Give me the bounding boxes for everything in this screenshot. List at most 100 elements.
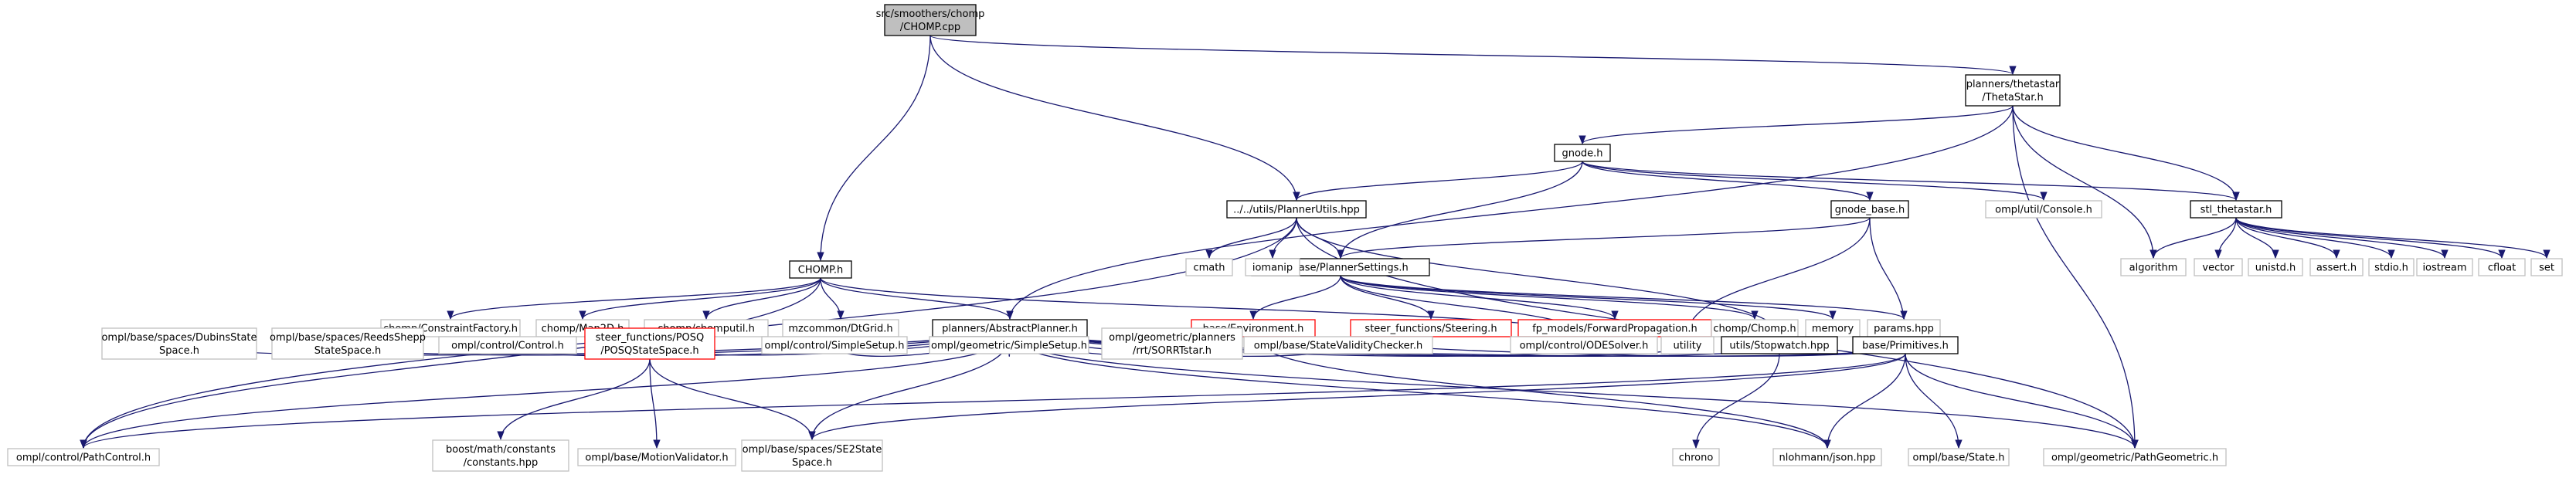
node-box — [1243, 336, 1433, 354]
edge-chomp_h-to-chomputil — [702, 277, 821, 320]
node-iomanip: iomanip — [1245, 258, 1300, 276]
node-forward_prop: fp_models/ForwardPropagation.h — [1517, 319, 1712, 337]
node-stdio: stdio.h — [2368, 258, 2415, 276]
node-label: CHOMP.h — [798, 265, 844, 276]
node-steering: steer_functions/Steering.h — [1350, 319, 1512, 337]
node-simple_setup_g: ompl/geometric/SimpleSetup.h — [929, 336, 1089, 354]
edge-thetastar_h-to-algorithm — [2012, 105, 2157, 259]
node-memory: memory — [1805, 319, 1861, 337]
node-label: Space.h — [159, 345, 199, 357]
edge-thetastar_h-to-path_geometric — [2012, 105, 2139, 449]
edge-gnode_base-to-utility — [1684, 217, 1871, 337]
edge-chomp_h-to-abstract_planner — [820, 277, 1014, 320]
node-label: ompl/base/spaces/SE2State — [743, 444, 882, 456]
node-unistd: unistd.h — [2248, 258, 2303, 276]
node-box — [584, 327, 715, 360]
node-box — [1852, 336, 1959, 354]
edge-chomp_h-to-dtgrid — [820, 277, 845, 320]
edge-planner_settings-to-params — [1340, 275, 1908, 320]
node-json: nlohmann/json.hpp — [1772, 448, 1882, 466]
node-state_h: ompl/base/State.h — [1908, 448, 2010, 466]
edge-chomp_cpp-to-planner_utils — [929, 35, 1300, 202]
node-box — [1660, 336, 1715, 354]
node-box — [789, 260, 852, 279]
edge-gnode_h-to-planner_utils — [1293, 161, 1583, 202]
node-validity: ompl/base/StateValidityChecker.h — [1243, 336, 1433, 354]
node-planner_utils[interactable]: ../../utils/PlannerUtils.hpp — [1226, 200, 1367, 219]
node-box — [2368, 258, 2415, 276]
edge-planner_utils-to-stopwatch — [1296, 217, 1783, 337]
node-label: cmath — [1193, 263, 1225, 274]
edge-primitives-to-state_h — [1905, 353, 1963, 449]
node-stopwatch[interactable]: utils/Stopwatch.hpp — [1721, 336, 1838, 354]
node-thetastar_h[interactable]: planners/thetastar/ThetaStar.h — [1965, 74, 2061, 107]
node-label: Space.h — [792, 457, 832, 469]
node-odesolver: ompl/control/ODESolver.h — [1510, 336, 1658, 354]
node-motion_validator: ompl/base/MotionValidator.h — [577, 448, 736, 466]
edge-thetastar_h-to-abstract_planner — [1006, 105, 2014, 320]
node-box — [577, 448, 736, 466]
node-label: ompl/base/State.h — [1912, 453, 2004, 464]
edge-gnode_base-to-primitives — [1869, 217, 1909, 337]
node-box — [1965, 74, 2061, 107]
node-chrono: chrono — [1672, 448, 1720, 466]
edge-environment-to-json — [1252, 336, 1831, 449]
edge-stl_thetastar-to-vector — [2214, 217, 2237, 259]
edge-planner_settings-to-steering — [1340, 275, 1435, 320]
node-abstract_planner[interactable]: planners/AbstractPlanner.h — [932, 319, 1088, 337]
node-chomp_h[interactable]: CHOMP.h — [789, 260, 852, 279]
node-iostream: iostream — [2416, 258, 2473, 276]
node-box — [101, 327, 257, 360]
edge-planner_utils-to-cmath — [1205, 217, 1297, 259]
node-box — [1510, 336, 1658, 354]
edge-planner_settings-to-environment — [1249, 275, 1341, 320]
node-utility: utility — [1660, 336, 1715, 354]
node-box — [7, 448, 160, 466]
edge-planner_utils-to-iomanip — [1269, 217, 1297, 259]
node-label: vector — [2202, 263, 2234, 274]
edge-stl_thetastar-to-assert — [2235, 217, 2340, 259]
node-label: cfloat — [2488, 263, 2516, 274]
edge-stl_thetastar-to-algorithm — [2149, 217, 2237, 259]
node-label: fp_models/ForwardPropagation.h — [1532, 324, 1698, 335]
node-label: unistd.h — [2255, 263, 2296, 274]
node-box — [2248, 258, 2303, 276]
node-label: stl_thetastar.h — [2200, 205, 2272, 216]
node-box — [2309, 258, 2364, 276]
node-label: ompl/control/SimpleSetup.h — [765, 341, 905, 352]
node-simple_setup_c: ompl/control/SimpleSetup.h — [761, 336, 908, 354]
edge-chomp_h-to-constraint_factory — [447, 277, 821, 320]
node-primitives[interactable]: base/Primitives.h — [1852, 336, 1959, 354]
node-label: utility — [1674, 341, 1702, 352]
node-cfloat: cfloat — [2478, 258, 2526, 276]
node-box — [2043, 448, 2227, 466]
node-label: boost/math/constants — [446, 444, 556, 456]
node-cmath: cmath — [1185, 258, 1233, 276]
node-gnode_base[interactable]: gnode_base.h — [1830, 200, 1909, 219]
node-label: ompl/base/StateValidityChecker.h — [1254, 341, 1422, 352]
node-box — [2120, 258, 2187, 276]
node-label: iostream — [2422, 263, 2466, 274]
node-label: /rrt/SORRTstar.h — [1133, 345, 1212, 357]
edge-stl_thetastar-to-iostream — [2235, 217, 2449, 259]
edge-thetastar_h-to-gnode_h — [1579, 105, 2014, 145]
node-box — [741, 439, 883, 472]
node-label: steer_functions/POSQ — [596, 332, 705, 344]
node-assert: assert.h — [2309, 258, 2364, 276]
node-label: /constants.hpp — [464, 457, 539, 469]
node-label: /ThetaStar.h — [1982, 92, 2043, 103]
node-label: ompl/geometric/PathGeometric.h — [2051, 453, 2218, 464]
node-box — [1721, 336, 1838, 354]
node-box — [1101, 327, 1243, 360]
node-label: ompl/geometric/planners — [1109, 332, 1235, 344]
node-label: stdio.h — [2374, 263, 2408, 274]
node-box — [1672, 448, 1720, 466]
node-box — [1554, 144, 1611, 162]
node-gnode_h[interactable]: gnode.h — [1554, 144, 1611, 162]
edge-abstract_planner-to-json — [1009, 336, 1831, 449]
node-chomp_cpp[interactable]: src/smoothers/chomp/CHOMP.cpp — [876, 4, 985, 36]
node-stl_thetastar[interactable]: stl_thetastar.h — [2190, 200, 2282, 219]
edge-primitives-to-path_geometric — [1905, 353, 2139, 449]
